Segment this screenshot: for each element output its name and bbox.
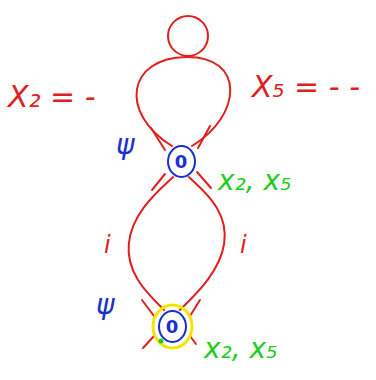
field-label: ψ (96, 290, 114, 321)
vertex-node: 0 (158, 310, 187, 343)
equation-label: X₂ = - (8, 80, 96, 113)
field-label: ψ (116, 130, 134, 161)
leg-line (143, 336, 154, 348)
self-loop (137, 57, 231, 146)
vertex-circle (159, 311, 186, 342)
leg-line (198, 126, 210, 148)
propagator-line (179, 177, 224, 311)
vertex-circle (168, 146, 195, 177)
leg-line (190, 336, 196, 344)
highlight-ring (153, 305, 192, 348)
marker-dot (158, 338, 163, 343)
vertex-node: 0 (167, 145, 196, 178)
vertex-number: 0 (175, 151, 188, 172)
leg-line (142, 300, 154, 316)
vertex-number: 0 (166, 316, 179, 337)
variable-label: x₂, x₅ (204, 334, 277, 365)
equation-label: X₅ = - - (252, 70, 360, 103)
leg-line (190, 300, 200, 316)
leg-line (151, 128, 165, 150)
propagator-line (129, 177, 174, 311)
line-mark: i (104, 232, 111, 258)
line-mark: i (240, 232, 247, 258)
variable-label: x₂, x₅ (218, 166, 291, 197)
tadpole-circle (168, 16, 208, 56)
